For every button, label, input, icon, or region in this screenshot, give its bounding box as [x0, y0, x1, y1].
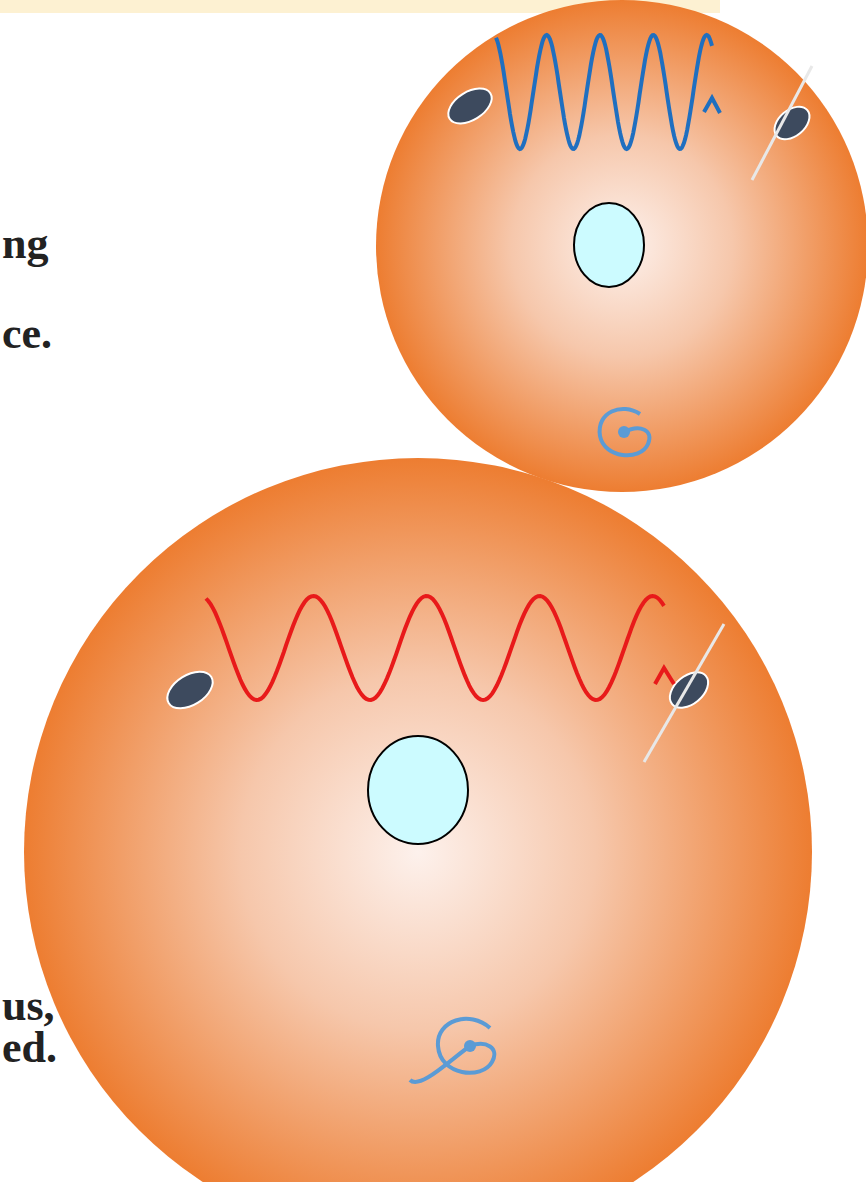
text-fragment: ng [2, 222, 48, 266]
axis-line [644, 624, 724, 762]
text-fragment: ed. [2, 1026, 57, 1070]
spin-symbol [600, 409, 650, 455]
small-sphere [376, 0, 866, 492]
text-fragment: us, [2, 984, 55, 1028]
text-fragment: ce. [2, 312, 52, 356]
spin-dot [618, 426, 630, 438]
particle [663, 665, 715, 715]
spin-dot [464, 1040, 476, 1052]
photon-wave [496, 35, 712, 149]
nucleus [368, 736, 468, 844]
spin-tail [410, 1046, 470, 1082]
photon-wave [206, 596, 664, 700]
arrow-head [655, 668, 674, 684]
particle [161, 664, 219, 716]
arrow-head [704, 98, 720, 113]
large-sphere [24, 458, 812, 1182]
axis-line [752, 66, 812, 180]
nucleus [574, 203, 644, 287]
particle [442, 81, 498, 130]
